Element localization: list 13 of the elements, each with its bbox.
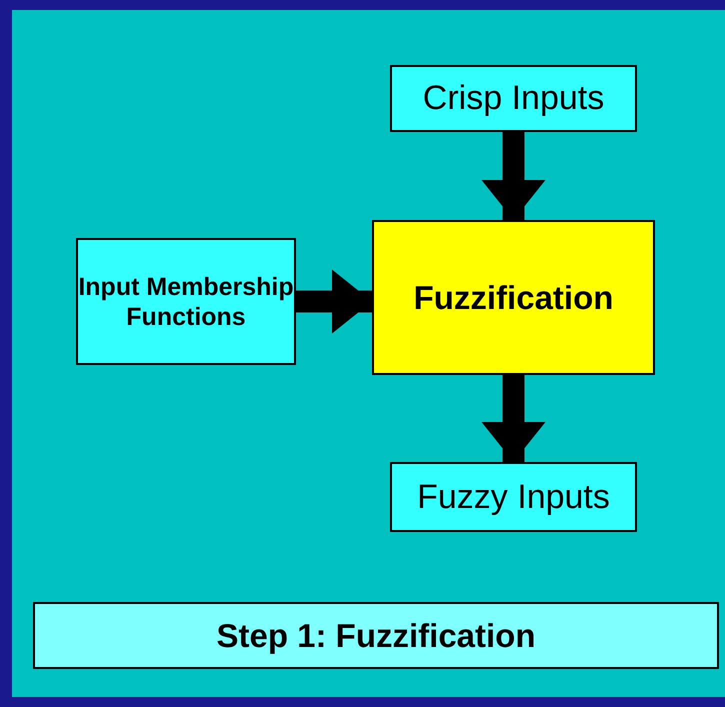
- arrow: [482, 375, 546, 462]
- process-box: [372, 220, 655, 375]
- arrow: [296, 270, 372, 334]
- node-label: Step 1: Fuzzification: [216, 616, 536, 656]
- input-box: [390, 65, 637, 132]
- arrow: [482, 132, 546, 220]
- node-label: Input Membership Functions: [78, 272, 294, 332]
- node-label: Fuzzy Inputs: [417, 476, 610, 518]
- node-label: Crisp Inputs: [422, 78, 604, 119]
- step-title-box: [33, 602, 719, 669]
- input-box: [76, 238, 296, 365]
- output-box: [390, 462, 637, 532]
- node-label: Fuzzification: [414, 278, 614, 318]
